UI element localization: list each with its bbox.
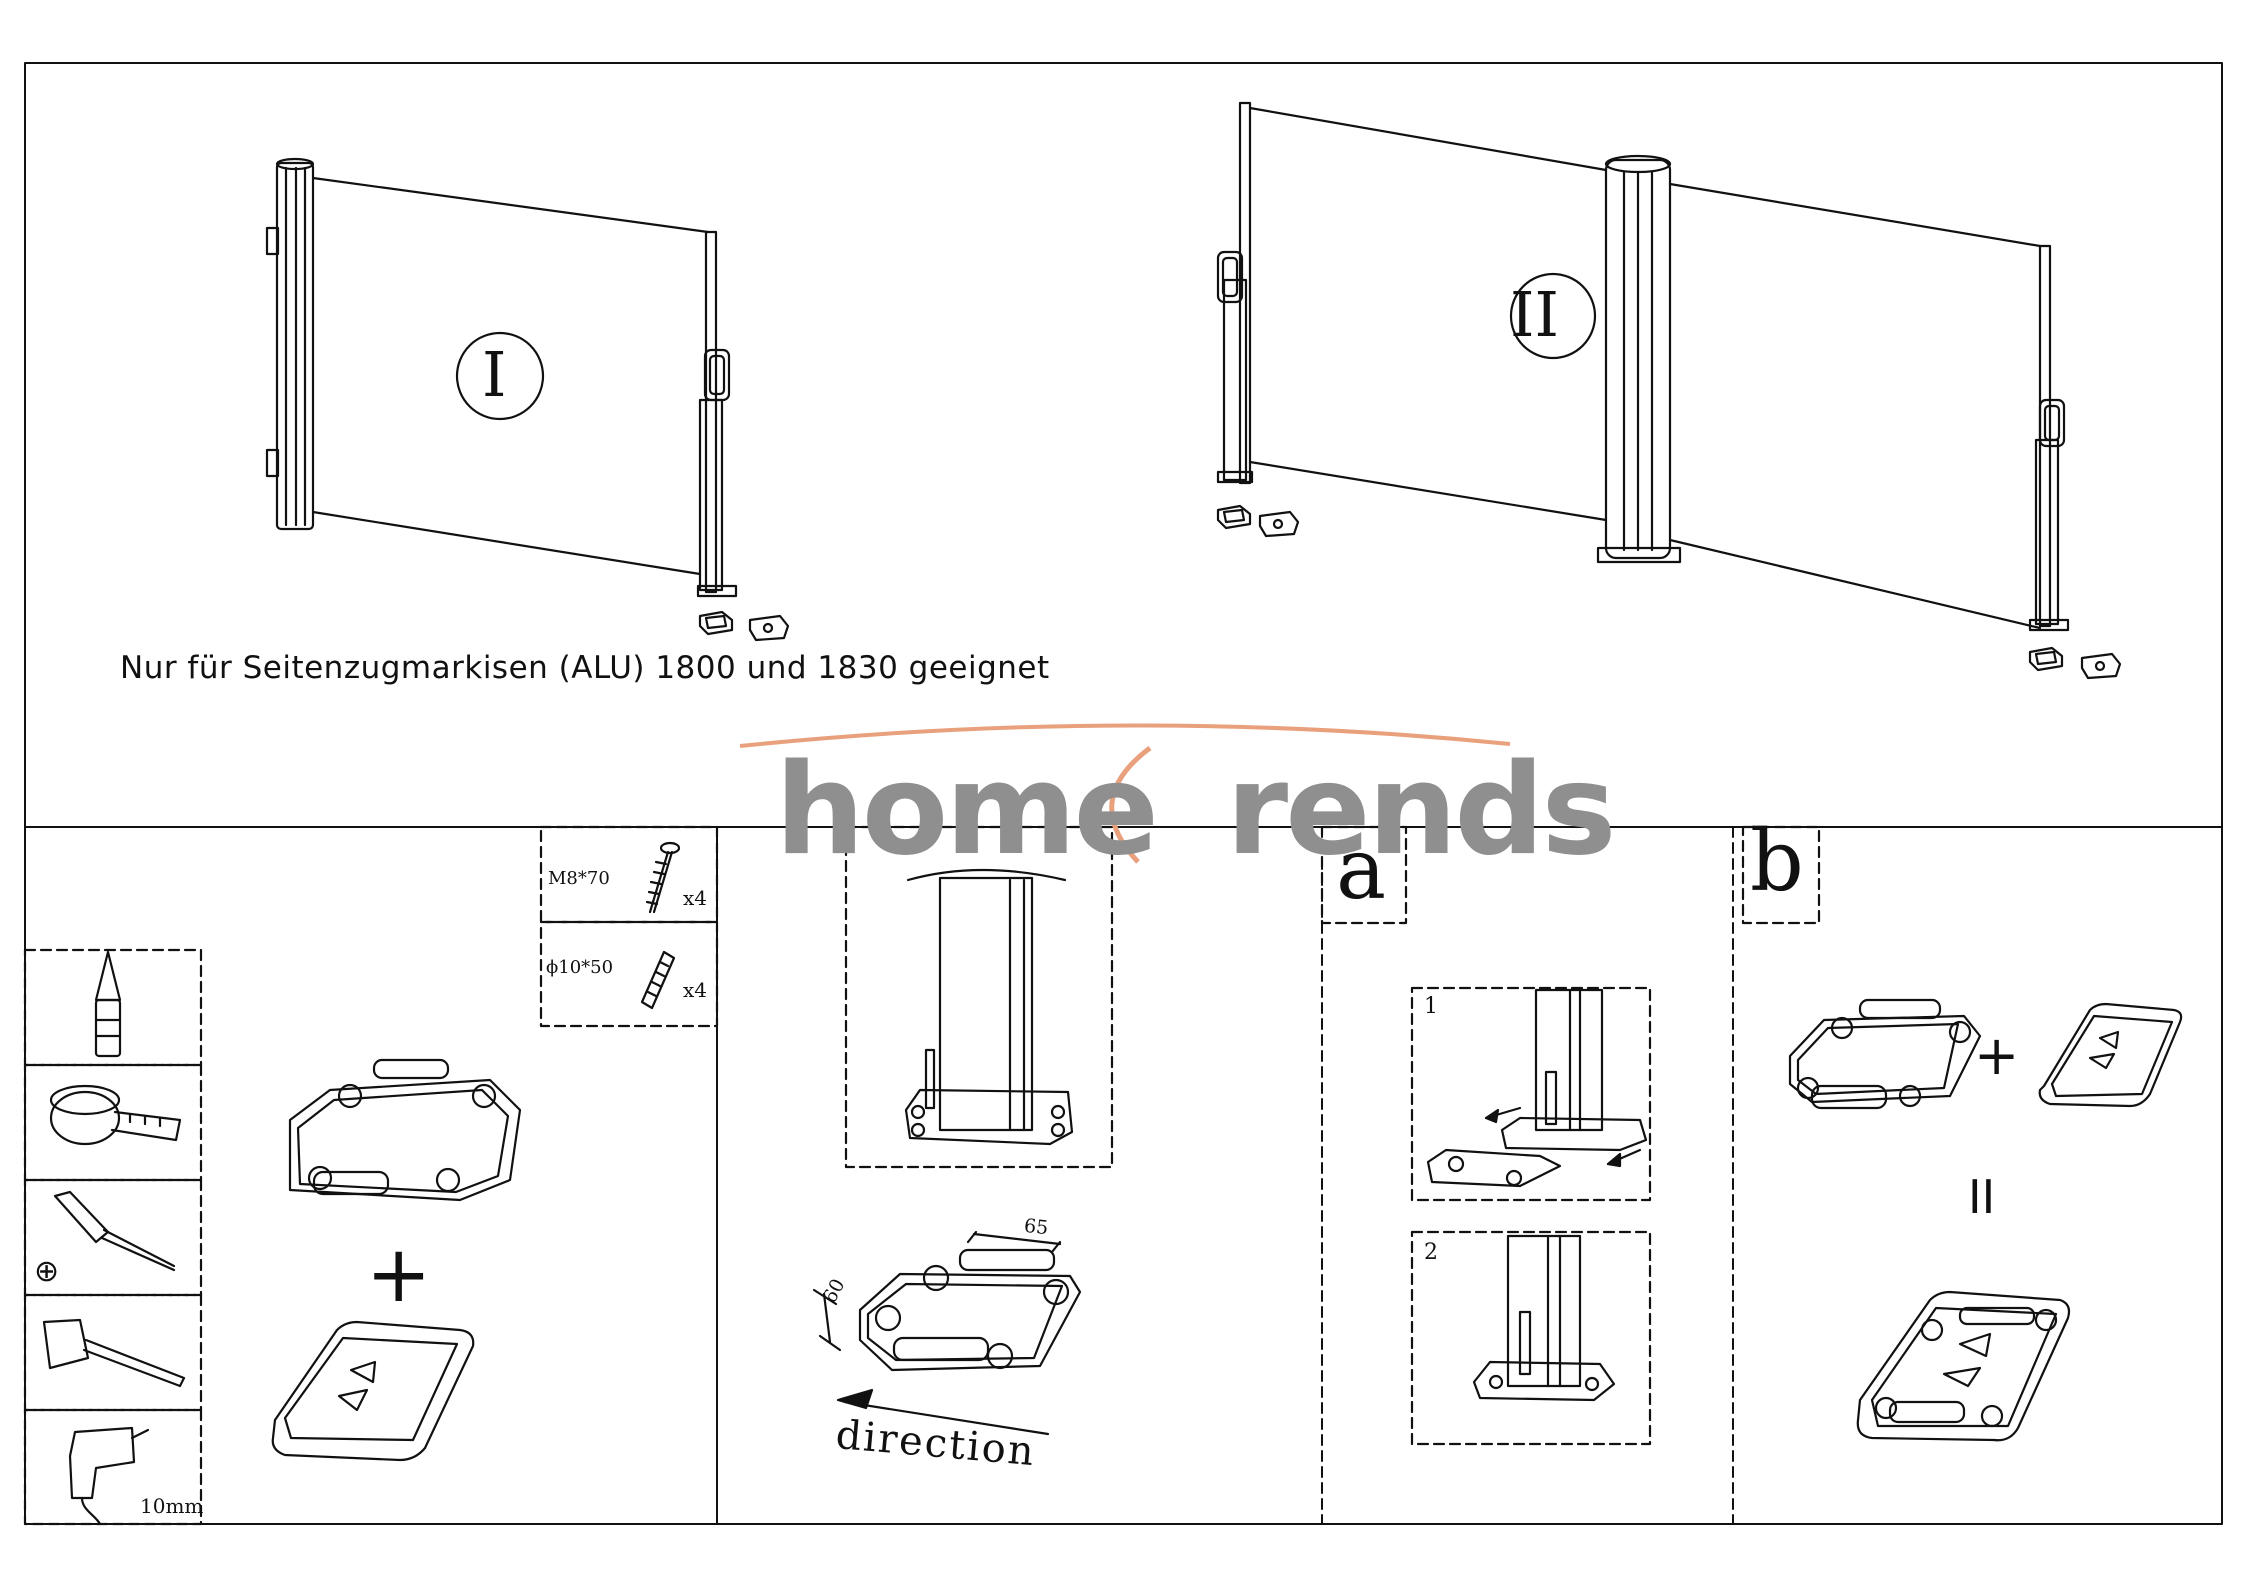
direction-arrow-head bbox=[836, 1388, 874, 1410]
screw-qty: x4 bbox=[683, 886, 708, 910]
awning-single-drawing bbox=[265, 157, 790, 642]
cover-plate-drawing bbox=[271, 1320, 475, 1462]
screwdriver-icon bbox=[53, 1190, 176, 1272]
step-1-drawing bbox=[1426, 988, 1648, 1188]
hammer-icon bbox=[42, 1318, 186, 1388]
phillips-symbol: ⊕ bbox=[34, 1254, 60, 1289]
parts-box-anchor bbox=[539, 920, 719, 1028]
section-b-label: b bbox=[1750, 812, 1804, 910]
section-b-base-plate bbox=[1788, 998, 1982, 1110]
section-a-label-box bbox=[1320, 825, 1408, 925]
anchor-spec: ϕ10*50 bbox=[546, 957, 614, 978]
anchor-qty: x4 bbox=[683, 978, 708, 1002]
outer-frame bbox=[24, 62, 2223, 1525]
step-1-label: 1 bbox=[1424, 994, 1438, 1019]
plus-sign: + bbox=[366, 1230, 432, 1320]
watermark-part-1: home bbox=[775, 736, 1159, 883]
section-b-label-box bbox=[1741, 825, 1821, 925]
base-plate-dimension-drawing bbox=[812, 1230, 1082, 1372]
watermark-text: home rends bbox=[775, 736, 1617, 883]
dimension-width: 65 bbox=[1022, 1214, 1050, 1240]
tape-measure-icon bbox=[49, 1084, 182, 1146]
step-2-drawing bbox=[1472, 1234, 1616, 1402]
variant-double-label: II bbox=[1510, 278, 1559, 351]
section-b-plus: + bbox=[1974, 1024, 2020, 1087]
section-b-assembled-drawing bbox=[1856, 1290, 2071, 1442]
step-2-box bbox=[1410, 1230, 1652, 1446]
variant-single-label: I bbox=[482, 338, 507, 411]
section-b-cover-plate bbox=[2038, 1002, 2183, 1108]
screw-spec: M8*70 bbox=[548, 868, 610, 889]
variant-single-circle bbox=[455, 331, 545, 421]
drill-size: 10mm bbox=[140, 1494, 204, 1518]
awning-double-drawing bbox=[1216, 101, 2122, 680]
drill-icon bbox=[68, 1426, 150, 1526]
post-detail-box bbox=[844, 825, 1114, 1169]
tool-box-1 bbox=[23, 948, 203, 1067]
watermark-part-2: rends bbox=[1226, 736, 1616, 883]
variant-double-circle bbox=[1509, 272, 1597, 360]
section-a-label: a bbox=[1336, 820, 1387, 918]
screw-icon bbox=[645, 841, 681, 914]
step-2-label: 2 bbox=[1424, 1240, 1438, 1265]
watermark-logo bbox=[739, 723, 1511, 864]
base-plate-drawing bbox=[288, 1058, 522, 1202]
tool-box-4 bbox=[23, 1293, 203, 1412]
pencil-icon bbox=[94, 950, 122, 1058]
anchor-icon bbox=[640, 950, 676, 1010]
post-detail-drawing bbox=[904, 868, 1074, 1146]
direction-arrow-line bbox=[843, 1400, 1050, 1436]
tool-box-5 bbox=[23, 1408, 203, 1526]
compatibility-note: Nur für Seitenzugmarkisen (ALU) 1800 und… bbox=[120, 650, 1050, 686]
step-1-box bbox=[1410, 986, 1652, 1202]
equals-sign: II bbox=[1968, 1170, 1996, 1224]
